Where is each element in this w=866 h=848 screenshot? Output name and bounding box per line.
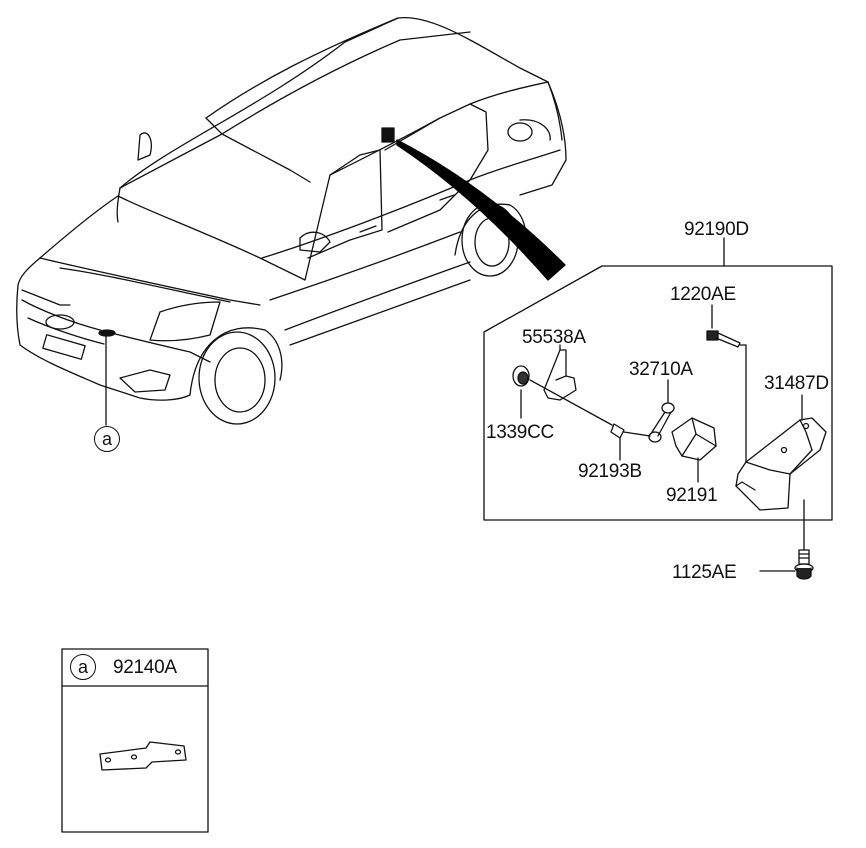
assembly-box (483, 265, 833, 521)
rod-end-92193b (610, 423, 651, 461)
callout-nut: 1339CC (486, 422, 554, 443)
callout-bracket-large: 31487D (764, 373, 829, 394)
link-32710a (648, 379, 675, 443)
sensor-92191 (671, 417, 717, 483)
callout-bracket-small: 55538A (522, 327, 586, 348)
callout-sensor-link: 32710A (629, 359, 693, 380)
sensor-location-marker (381, 127, 395, 143)
callout-screw-top: 1220AE (670, 284, 736, 305)
callout-link-rod: 92193B (578, 461, 642, 482)
screw-1220ae (706, 304, 747, 463)
bracket-55538a (529, 344, 613, 426)
bracket-31487d (735, 394, 827, 551)
reference-part-number: 92140A (113, 657, 177, 678)
car-reference-marker: a (94, 426, 120, 452)
bolt-1125ae (759, 549, 814, 580)
callout-wedge (396, 139, 566, 281)
box-reference-marker: a (70, 654, 96, 680)
label-location-marker (98, 329, 116, 337)
callout-bolt-bottom: 1125AE (672, 562, 737, 583)
callout-assembly: 92190D (684, 219, 749, 240)
callout-sensor: 92191 (666, 485, 718, 506)
reference-box (61, 648, 209, 833)
nut-1339cc (512, 365, 530, 419)
